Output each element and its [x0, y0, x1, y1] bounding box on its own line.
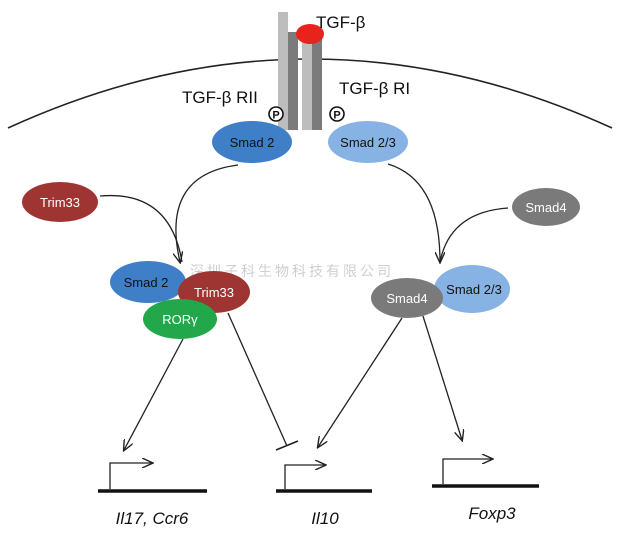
gene-foxp3: Foxp3	[432, 459, 539, 523]
watermark: 深圳子科生物科技有限公司	[190, 264, 394, 280]
phospho-label-left: P	[272, 110, 279, 122]
complex-smad23-label: Smad 2/3	[446, 282, 502, 297]
arrow-smad2-to-complex	[176, 164, 239, 262]
receptor-1-inner-bar	[302, 32, 312, 130]
inhibit-trim33-to-il10	[227, 312, 288, 447]
trim33-label: Trim33	[40, 195, 80, 210]
arrow-trim33-to-complex	[99, 194, 183, 263]
receptor-2-outer-bar	[278, 12, 288, 130]
smad23-top-node	[328, 121, 408, 163]
complex-trim33-label: Trim33	[194, 285, 234, 300]
gene-foxp3-label: Foxp3	[468, 504, 516, 523]
receptor-type2-label: TGF-β RII	[182, 88, 258, 107]
smad2-top-node	[212, 121, 292, 163]
smad4-smad23-complex: Smad 2/3 Smad4	[371, 265, 510, 318]
gene-il10: Il10	[276, 465, 372, 528]
gene-il17-ccr6-label: Il17, Ccr6	[116, 509, 189, 528]
phospho-site-right: P	[329, 106, 345, 122]
trim33-node	[22, 182, 98, 222]
arrow-rorg-to-il17	[124, 338, 184, 450]
complex-smad4-node	[371, 278, 443, 318]
smad23-top-label: Smad 2/3	[340, 135, 396, 150]
arrow-smad4-to-foxp3	[422, 315, 462, 440]
receptor-2-inner-bar	[288, 32, 298, 130]
phospho-site-left: P	[268, 106, 284, 122]
smad2-top-label: Smad 2	[230, 135, 275, 150]
smad4-label: Smad4	[525, 200, 566, 215]
tgf-beta-label: TGF-β	[316, 13, 366, 32]
arrow-smad4-to-il10	[318, 317, 403, 447]
arrow-smad4-to-complex	[439, 207, 509, 263]
complex-rorg-label: RORγ	[162, 312, 198, 327]
complex-smad2-node	[110, 261, 186, 303]
gene-il17-ccr6: Il17, Ccr6	[98, 463, 207, 528]
tgf-beta-receptor-complex	[278, 12, 322, 130]
complex-smad4-label: Smad4	[386, 291, 427, 306]
arrow-smad23-to-complex	[387, 163, 440, 262]
complex-smad23-node	[434, 265, 510, 313]
inhibition-bar	[275, 440, 299, 451]
phospho-label-right: P	[333, 110, 340, 122]
smad4-node	[512, 188, 580, 226]
gene-il10-label: Il10	[311, 509, 339, 528]
tgf-beta-ligand	[296, 24, 324, 44]
smad2-trim33-rorg-complex: Smad 2 Trim33 RORγ	[110, 261, 250, 339]
complex-smad2-label: Smad 2	[124, 275, 169, 290]
receptor-1-outer-bar	[312, 32, 322, 130]
receptor-type1-label: TGF-β RI	[339, 79, 410, 98]
complex-rorg-node	[143, 299, 217, 339]
